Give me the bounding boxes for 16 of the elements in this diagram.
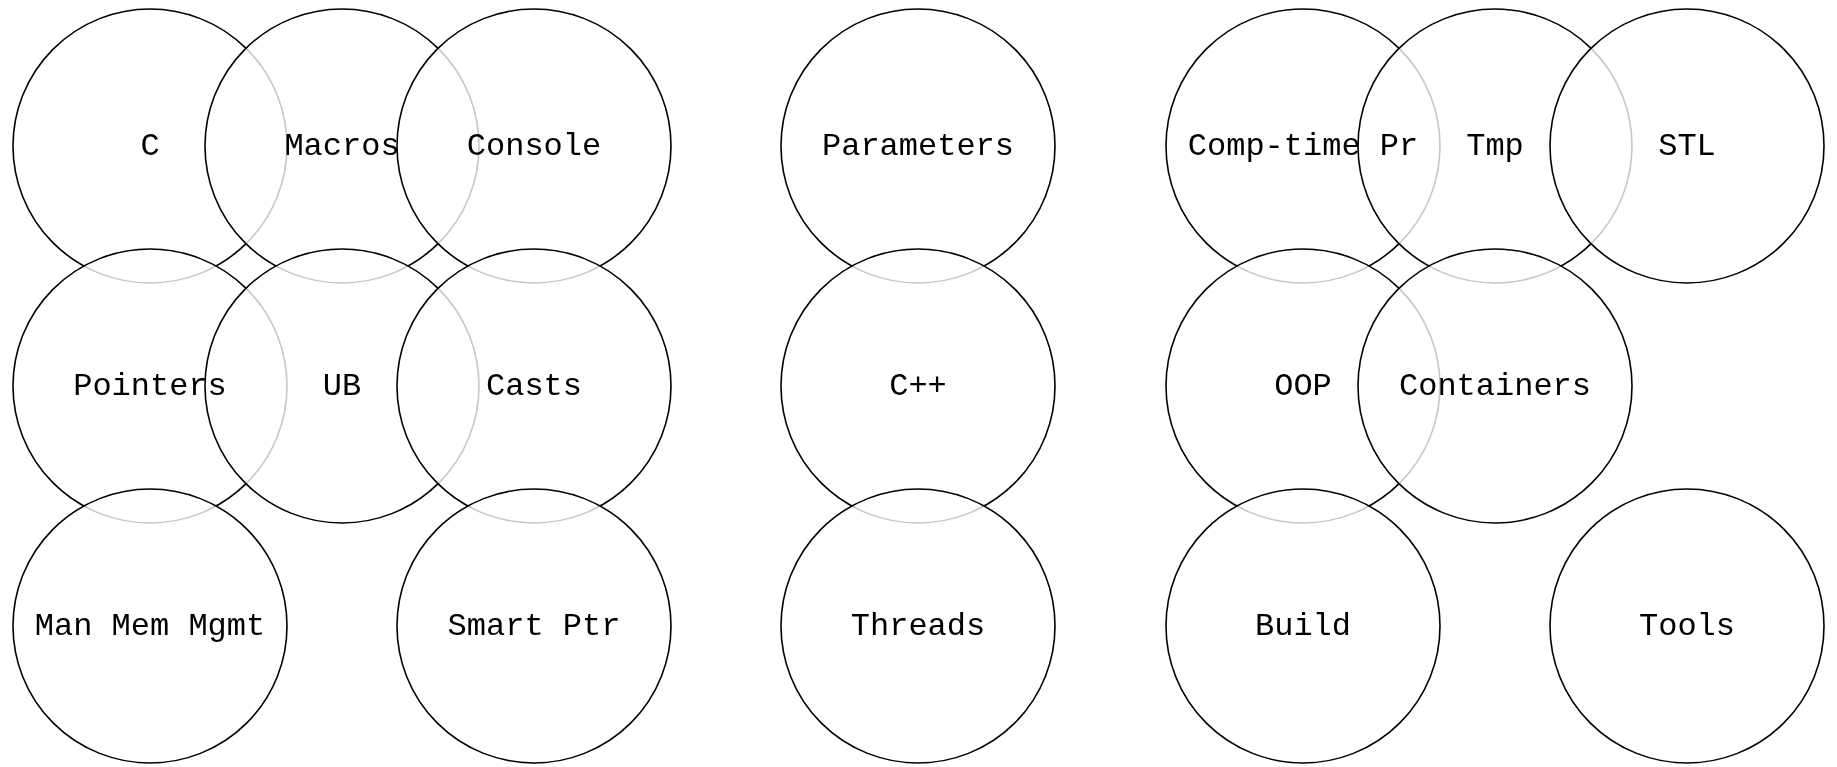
circle-label: Tools [1639,607,1735,645]
circle-label: OOP [1274,367,1332,405]
circle-label: C++ [889,367,947,405]
circle-label: Parameters [822,127,1014,165]
circle-label: Macros [284,127,400,165]
circle-label: STL [1658,127,1716,165]
circle-label: Build [1255,607,1351,645]
circle-label: Smart Ptr [447,607,621,645]
circle-label: UB [322,367,362,405]
circle-label: Tmp [1466,127,1524,165]
circle-label: Man Mem Mgmt [34,607,266,645]
circle-label: Containers [1399,367,1591,405]
circle-label: Console [466,127,602,165]
circle-label: C [140,127,160,165]
circle-label: Threads [850,607,986,645]
circle-label: Casts [486,367,582,405]
